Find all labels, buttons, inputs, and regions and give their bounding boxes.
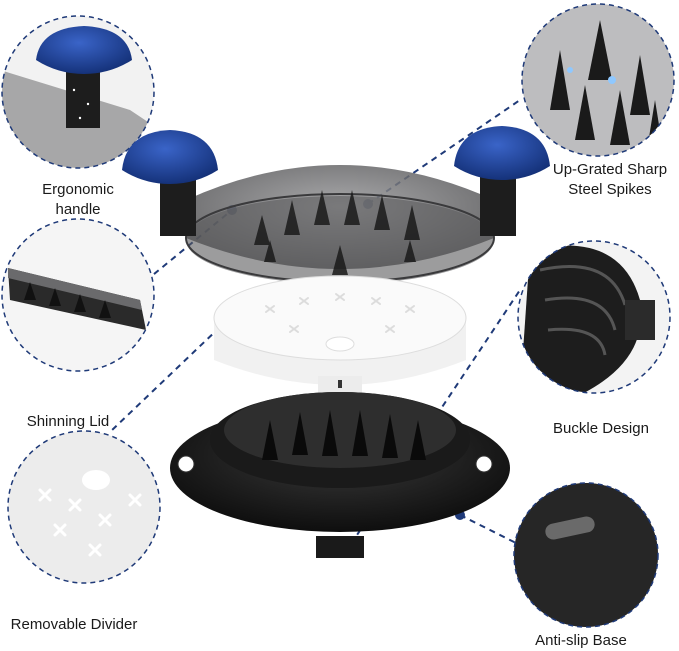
label-buckle-design: Buckle Design: [553, 420, 649, 437]
label-ergonomic-handle: Ergonomic handle: [42, 180, 114, 220]
base-grinder: [170, 392, 510, 558]
label-anti-slip-base: Anti-slip Base: [535, 632, 627, 649]
lid-closeup-callout: [1, 218, 155, 372]
handle-closeup-callout: [1, 15, 155, 169]
label-ergonomic-handle-line2: handle: [55, 201, 101, 218]
label-spikes: Up-Grated Sharp Steel Spikes: [553, 160, 667, 200]
divider-plate: [213, 275, 467, 394]
label-shinning-lid: Shinning Lid: [26, 413, 110, 430]
left-handle: [122, 130, 218, 236]
label-spikes-line1: Up-Grated Sharp: [552, 161, 668, 178]
label-spikes-line2: Steel Spikes: [568, 181, 652, 198]
spikes-closeup-callout: [521, 3, 675, 157]
label-ergonomic-handle-line1: Ergonomic: [42, 181, 114, 198]
right-handle: [454, 126, 550, 236]
antislip-closeup-callout: [513, 482, 659, 628]
label-removable-divider: Removable Divider: [10, 616, 138, 633]
divider-closeup-callout: [7, 430, 161, 584]
buckle-closeup-callout: [517, 240, 671, 394]
dome-lid: [185, 165, 495, 284]
